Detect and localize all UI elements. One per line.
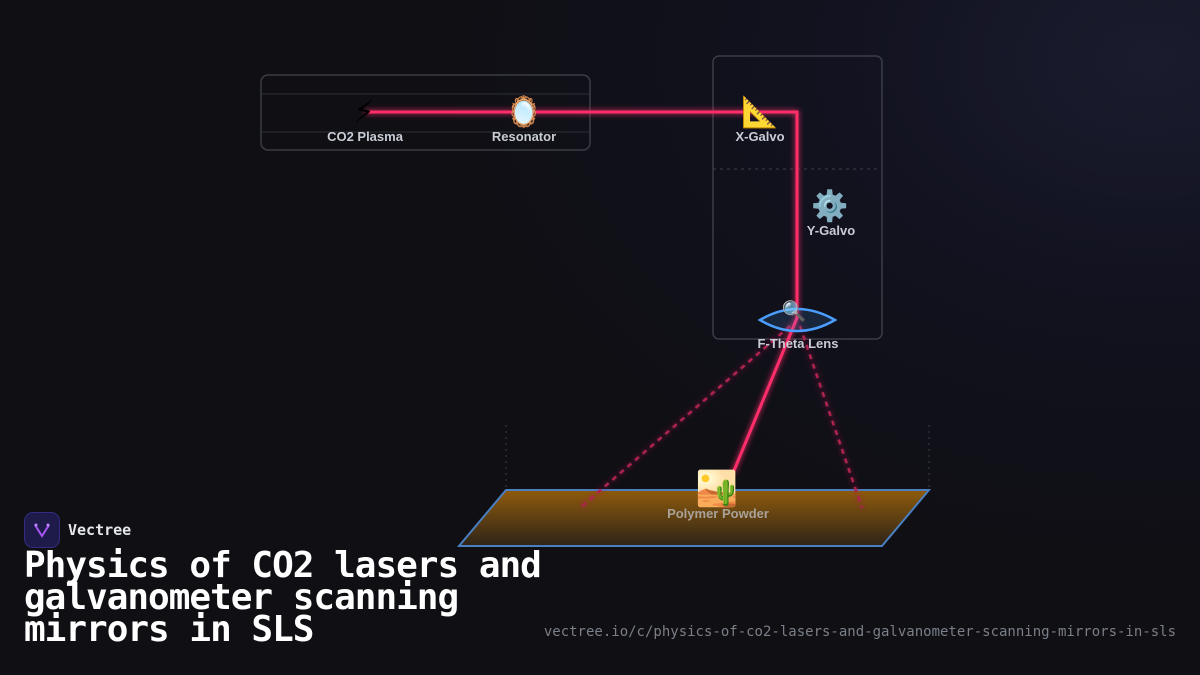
page-title: Physics of CO2 lasers and galvanometer s… — [24, 545, 542, 650]
f-theta-lens-shape — [757, 307, 838, 333]
powder-bed — [456, 489, 932, 547]
lightning-icon: ⚡ — [353, 95, 374, 130]
page-url: vectree.io/c/physics-of-co2-lasers-and-g… — [543, 624, 1176, 640]
label-resonator: Resonator — [492, 129, 556, 144]
gear-icon: ⚙️ — [811, 188, 848, 224]
triangular-ruler-icon: 📐 — [741, 94, 778, 130]
label-polymer-powder: Polymer Powder — [667, 506, 769, 521]
label-y-galvo: Y-Galvo — [807, 223, 855, 238]
magnifier-icon: 🔍 — [782, 298, 807, 323]
desert-icon: 🏜️ — [696, 469, 738, 509]
vectree-logo-icon — [24, 512, 60, 548]
brand-name: Vectree — [68, 521, 132, 539]
label-x-galvo: X-Galvo — [735, 129, 784, 144]
brand: Vectree — [24, 512, 131, 548]
label-co2-plasma: CO2 Plasma — [327, 129, 404, 144]
scan-beam-right — [798, 325, 864, 509]
laser-beam — [365, 110, 864, 509]
mirror-icon: 🪞 — [505, 94, 542, 130]
scan-beam-left — [579, 325, 791, 509]
label-f-theta-lens: F-Theta Lens — [758, 336, 839, 351]
